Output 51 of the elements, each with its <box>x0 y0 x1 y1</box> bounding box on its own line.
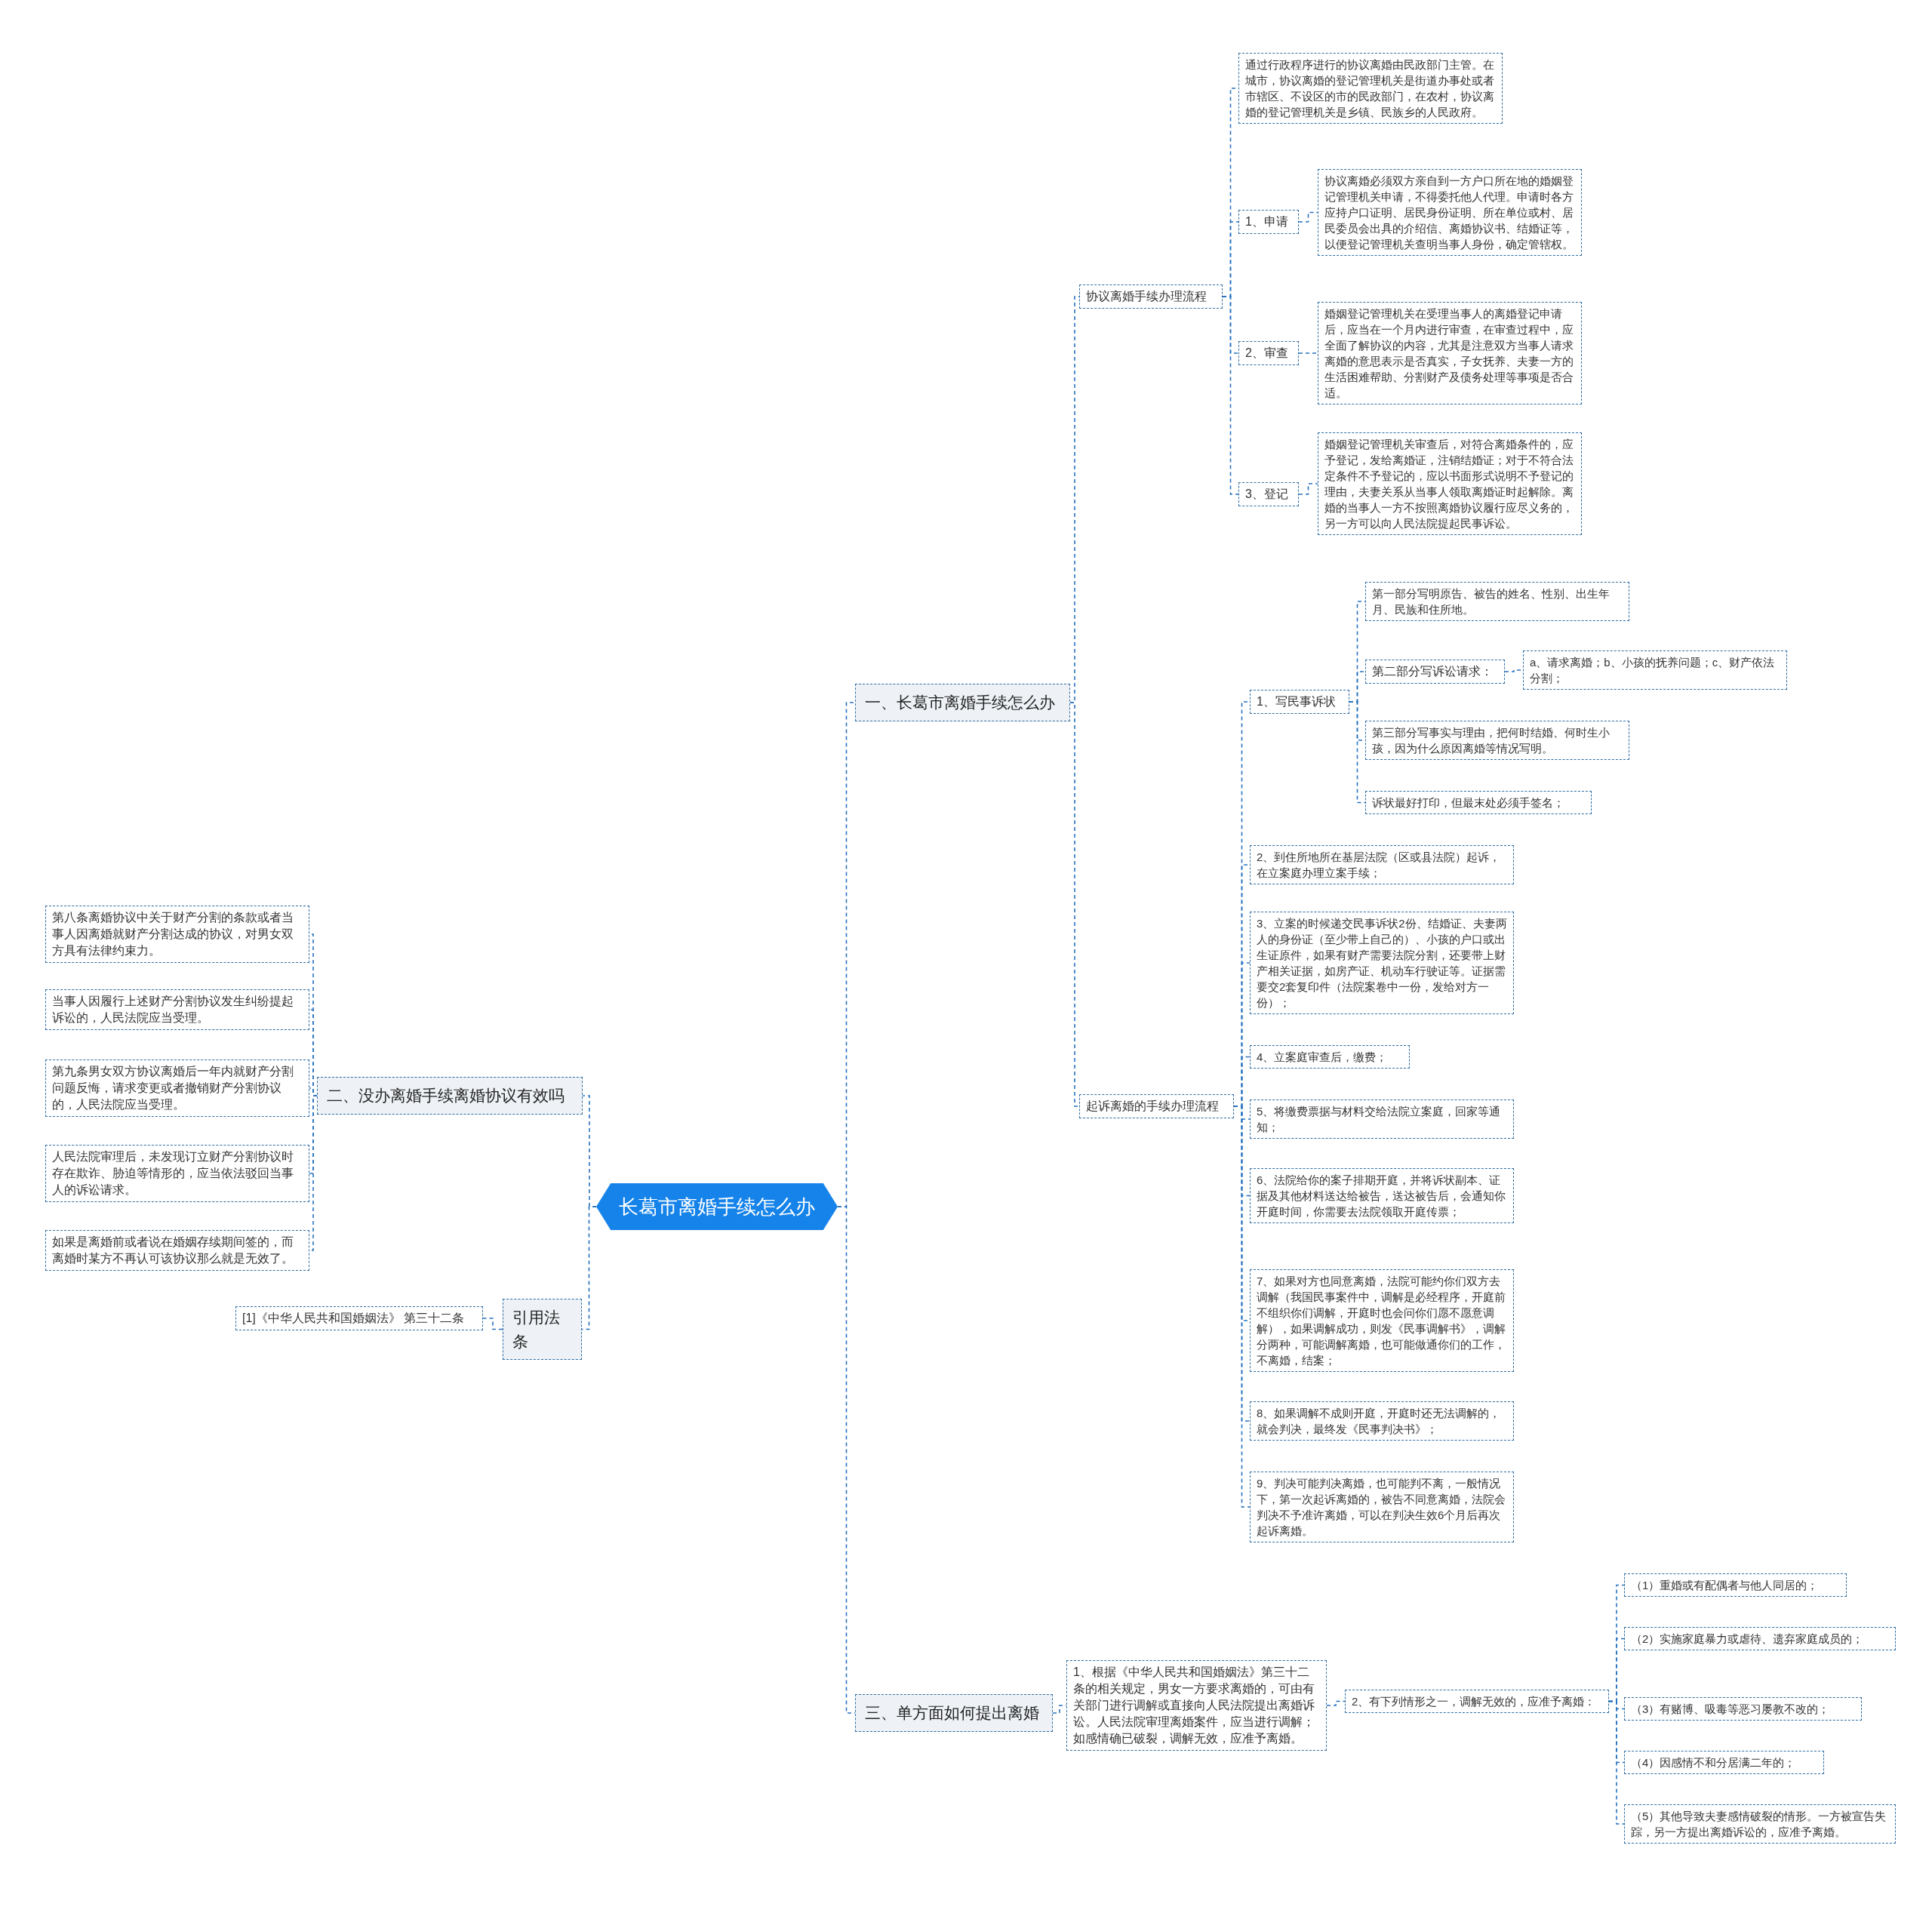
subtopic-box: 7、如果对方也同意离婚，法院可能约你们双方去调解（我国民事案件中，调解是必经程序，开庭前不组织你们调解，开庭时也会问你们愿不愿意调解），如果调解成功，则发《民事调解书》，调解分两种，可能调解离婚，也可能做通你们的工作，不离婚，结案； <box>1250 1269 1514 1372</box>
subtopic-box: （1）重婚或有配偶者与他人同居的； <box>1624 1573 1847 1597</box>
subtopic-box: 1、写民事诉状 <box>1250 690 1349 714</box>
subtopic-box: 通过行政程序进行的协议离婚由民政部门主管。在城市，协议离婚的登记管理机关是街道办事处或者市辖区、不设区的市的民政部门，在农村，协议离婚的登记管理机关是乡镇、民族乡的人民政府。 <box>1238 53 1503 124</box>
subtopic-box: 诉状最好打印，但最末处必须手签名； <box>1365 791 1592 814</box>
subtopic-box: 2、审查 <box>1238 341 1299 365</box>
connector-line <box>482 1318 503 1330</box>
subtopic-box: （2）实施家庭暴力或虐待、遗弃家庭成员的； <box>1624 1627 1896 1650</box>
subtopic-box: 2、到住所地所在基层法院（区或县法院）起诉，在立案庭办理立案手续； <box>1250 845 1514 884</box>
connector-line <box>1069 702 1080 1107</box>
subtopic-box: （3）有赌博、吸毒等恶习屡教不改的； <box>1624 1697 1862 1721</box>
subtopic-box: 人民法院审理后，未发现订立财产分割协议时存在欺诈、胁迫等情形的，应当依法驳回当事人的诉讼请求。 <box>45 1145 309 1202</box>
connector-line <box>1349 701 1366 804</box>
subtopic-box: （5）其他导致夫妻感情破裂的情形。一方被宣告失踪，另一方提出离婚诉讼的，应准予离婚。 <box>1624 1804 1896 1844</box>
topic-box: 引用法条 <box>503 1299 582 1360</box>
connector-line <box>1608 1700 1625 1825</box>
subtopic-box: 婚姻登记管理机关在受理当事人的离婚登记申请后，应当在一个月内进行审查，在审查过程中，应全面了解协议的内容，尤其是注意双方当事人请求离婚的意思表示是否真实，子女抚养、夫妻一方的生活困难帮助、分割财产及债务处理等事项是否合适。 <box>1318 302 1582 404</box>
topic-box: 二、没办离婚手续离婚协议有效吗 <box>317 1077 583 1115</box>
connector-line <box>1298 211 1318 223</box>
subtopic-box: 6、法院给你的案子排期开庭，并将诉状副本、证据及其他材料送达给被告，送达被告后，会通知你开庭时间，你需要去法院领取开庭传票； <box>1250 1168 1514 1223</box>
subtopic-box: （4）因感情不和分居满二年的； <box>1624 1751 1824 1774</box>
subtopic-box: 8、如果调解不成则开庭，开庭时还无法调解的，就会判决，最终发《民事判决书》； <box>1250 1401 1514 1441</box>
connector-line <box>1298 483 1318 495</box>
subtopic-box: 第二部分写诉讼请求： <box>1365 660 1505 684</box>
subtopic-box: 第九条男女双方协议离婚后一年内就财产分割问题反悔，请求变更或者撤销财产分割协议的，人民法院应当受理。 <box>45 1059 309 1117</box>
subtopic-box: 第三部分写事实与理由，把何时结婚、何时生小孩，因为什么原因离婚等情况写明。 <box>1365 721 1629 760</box>
subtopic-box: 如果是离婚前或者说在婚姻存续期间签的，而离婚时某方不再认可该协议那么就是无效了。 <box>45 1230 309 1271</box>
subtopic-box: 协议离婚手续办理流程 <box>1079 284 1223 309</box>
subtopic-box: 1、根据《中华人民共和国婚姻法》第三十二条的相关规定，男女一方要求离婚的，可由有关部门进行调解或直接向人民法院提出离婚诉讼。人民法院审理离婚案件，应当进行调解；如感情确已破裂，调解无效，应准予离婚。 <box>1066 1660 1327 1751</box>
connector-line <box>1326 1700 1346 1706</box>
subtopic-box: 3、登记 <box>1238 482 1299 506</box>
connector-line <box>1222 296 1239 495</box>
subtopic-box: 协议离婚必须双方亲自到一方户口所在地的婚姻登记管理机关申请，不得委托他人代理。申请时各方应持户口证明、居民身份证明、所在单位或村、居民委员会出具的介绍信、离婚协议书、结婚证等，以便登记管理机关查明当事人身份，确定管辖权。 <box>1318 169 1582 256</box>
connector-line <box>581 1206 597 1330</box>
connector-line <box>1298 352 1318 354</box>
subtopic-box: 当事人因履行上述财产分割协议发生纠纷提起诉讼的，人民法院应当受理。 <box>45 989 309 1030</box>
subtopic-box: 起诉离婚的手续办理流程 <box>1079 1094 1234 1118</box>
subtopic-box: 第八条离婚协议中关于财产分割的条款或者当事人因离婚就财产分割达成的协议，对男女双方具有法律约束力。 <box>45 906 309 963</box>
subtopic-box: a、请求离婚；b、小孩的抚养问题；c、财产依法分割； <box>1523 650 1787 690</box>
subtopic-box: 3、立案的时候递交民事诉状2份、结婚证、夫妻两人的身份证（至少带上自己的）、小孩的户口或出生证原件，如果有财产需要法院分割，还要带上财产相关证据，如房产证、机动车行驶证等。证据需要交2套复印件（法院案卷中一份，发给对方一份）； <box>1250 912 1514 1014</box>
topic-box: 一、长葛市离婚手续怎么办 <box>855 684 1070 721</box>
subtopic-box: 5、将缴费票据与材料交给法院立案庭，回家等通知； <box>1250 1099 1514 1139</box>
subtopic-box: 9、判决可能判决离婚，也可能判不离，一般情况下，第一次起诉离婚的，被告不同意离婚，法院会判决不予准许离婚，可以在判决生效6个月后再次起诉离婚。 <box>1250 1472 1514 1542</box>
subtopic-box: 2、有下列情形之一，调解无效的，应准予离婚： <box>1345 1690 1609 1713</box>
subtopic-box: 1、申请 <box>1238 210 1299 234</box>
subtopic-box: 4、立案庭审查后，缴费； <box>1250 1045 1410 1069</box>
topic-box: 三、单方面如何提出离婚 <box>855 1694 1053 1732</box>
subtopic-box: 婚姻登记管理机关审查后，对符合离婚条件的，应予登记，发给离婚证，注销结婚证；对于不符合法定条件不予登记的，应以书面形式说明不予登记的理由，夫妻关系从当事人领取离婚证时起解除。离婚的当事人一方不按照离婚协议履行应尽义务的，另一方可以向人民法院提起民事诉讼。 <box>1318 432 1582 535</box>
subtopic-box: 第一部分写明原告、被告的姓名、性别、出生年月、民族和住所地。 <box>1365 582 1629 621</box>
central-topic: 长葛市离婚手续怎么办 <box>596 1183 838 1230</box>
subtopic-box: [1]《中华人民共和国婚姻法》 第三十二条 <box>235 1306 483 1330</box>
